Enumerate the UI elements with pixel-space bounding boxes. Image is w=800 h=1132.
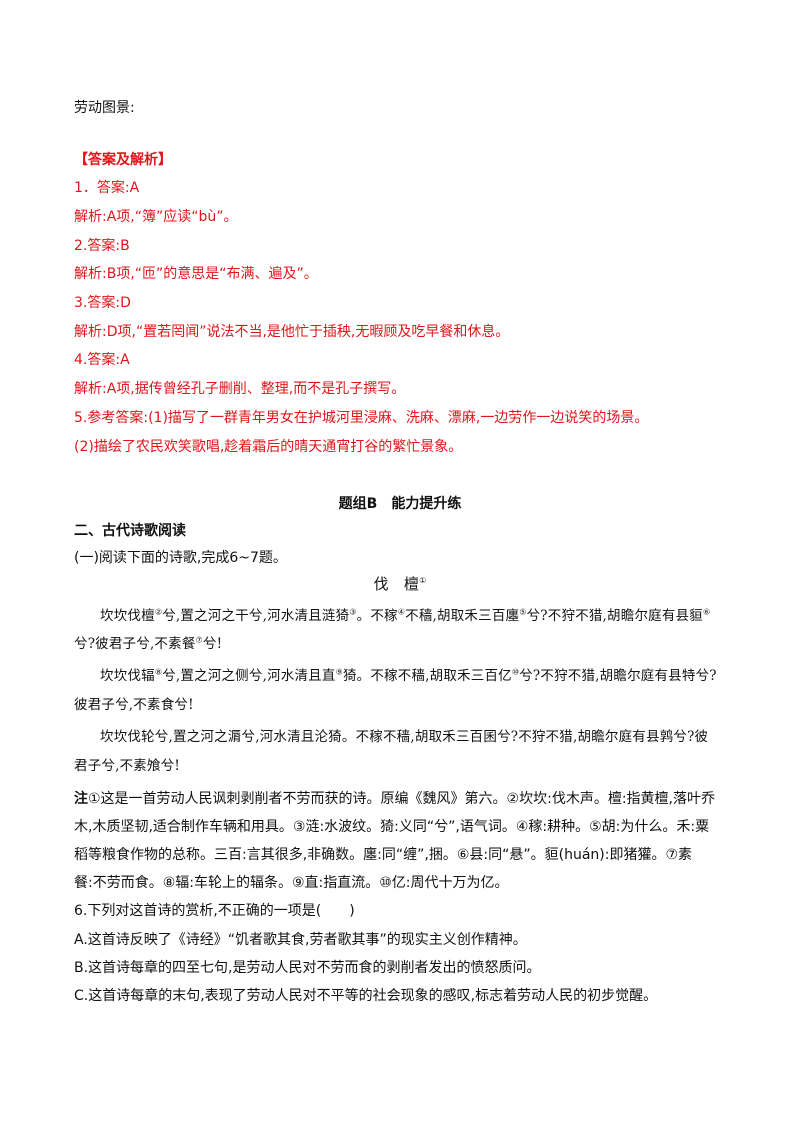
answer-header: 【答案及解析】	[74, 152, 172, 168]
poem-stanza-2-line-2: 彼君子兮,不素食兮!	[74, 697, 194, 713]
answer-line: (2)描绘了农民欢笑歌唱,趁着霜后的晴天通宵打谷的繁忙景象。	[74, 439, 463, 455]
poem-stanza-2-line-1: 坎坎伐辐⑧兮,置之河之侧兮,河水清且直⑨猗。不稼不穑,胡取禾三百亿⑩兮?不狩不猎…	[100, 667, 717, 684]
question-option-a: A.这首诗反映了《诗经》“饥者歌其食,劳者歌其事”的现实主义创作精神。	[74, 932, 527, 948]
notes-line-2: 木,木质坚韧,适合制作车辆和用具。③涟:水波纹。猗:义同“兮”,语气词。④稼:耕…	[74, 819, 710, 835]
notes-line-1: 注①这是一首劳动人民讽刺剥削者不劳而获的诗。原编《魏风》第六。②坎坎:伐木声。檀…	[74, 791, 715, 807]
answer-line: 1．答案:A	[74, 180, 140, 196]
answer-line: 5.参考答案:(1)描写了一群青年男女在护城河里浸麻、洗麻、漂麻,一边劳作一边说…	[74, 410, 649, 426]
notes-label: 注	[74, 791, 88, 807]
answer-line: 3.答案:D	[74, 295, 131, 311]
instruction: (一)阅读下面的诗歌,完成6~7题。	[74, 550, 287, 566]
poem-title: 伐 檀①	[373, 575, 427, 593]
section-title: 二、古代诗歌阅读	[74, 523, 186, 539]
poem-stanza-3-line-2: 君子兮,不素飧兮!	[74, 758, 181, 774]
answer-line: 解析:A项,“簿”应读“bù”。	[74, 209, 238, 225]
notes-line-3: 稻等粮食作物的总称。三百:言其很多,非确数。廛:同“缠”,捆。⑥县:同“悬”。貆…	[74, 847, 693, 863]
answer-line: 解析:A项,据传曾经孔子删削、整理,而不是孔子撰写。	[74, 381, 406, 397]
group-title: 题组B 能力提升练	[338, 496, 462, 512]
question-option-c: C.这首诗每章的末句,表现了劳动人民对不平等的社会现象的感叹,标志着劳动人民的初…	[74, 988, 658, 1004]
top-line: 劳动图景:	[74, 100, 135, 116]
notes-line-4: 餐:不劳而食。⑧辐:车轮上的辐条。⑨直:指直流。⑩亿:周代十万为亿。	[74, 875, 509, 891]
question-option-b: B.这首诗每章的四至七句,是劳动人民对不劳而食的剥削者发出的愤怒质问。	[74, 960, 541, 976]
poem-stanza-3-line-1: 坎坎伐轮兮,置之河之漘兮,河水清且沦猗。不稼不穑,胡取禾三百囷兮?不狩不猎,胡瞻…	[100, 729, 709, 745]
poem-stanza-1-line-2: 兮?彼君子兮,不素餐⑦兮!	[74, 635, 223, 652]
question-stem: 6.下列对这首诗的赏析,不正确的一项是( )	[74, 903, 355, 919]
answer-line: 解析:B项,“匝”的意思是“布满、遍及”。	[74, 266, 318, 282]
answer-line: 解析:D项,“置若罔闻”说法不当,是他忙于插秧,无暇顾及吃早餐和休息。	[74, 324, 510, 340]
answer-line: 2.答案:B	[74, 238, 130, 254]
answer-line: 4.答案:A	[74, 352, 130, 368]
poem-stanza-1-line-1: 坎坎伐檀②兮,置之河之干兮,河水清且涟猗③。不稼④不穑,胡取禾三百廛⑤兮?不狩不…	[100, 607, 711, 624]
